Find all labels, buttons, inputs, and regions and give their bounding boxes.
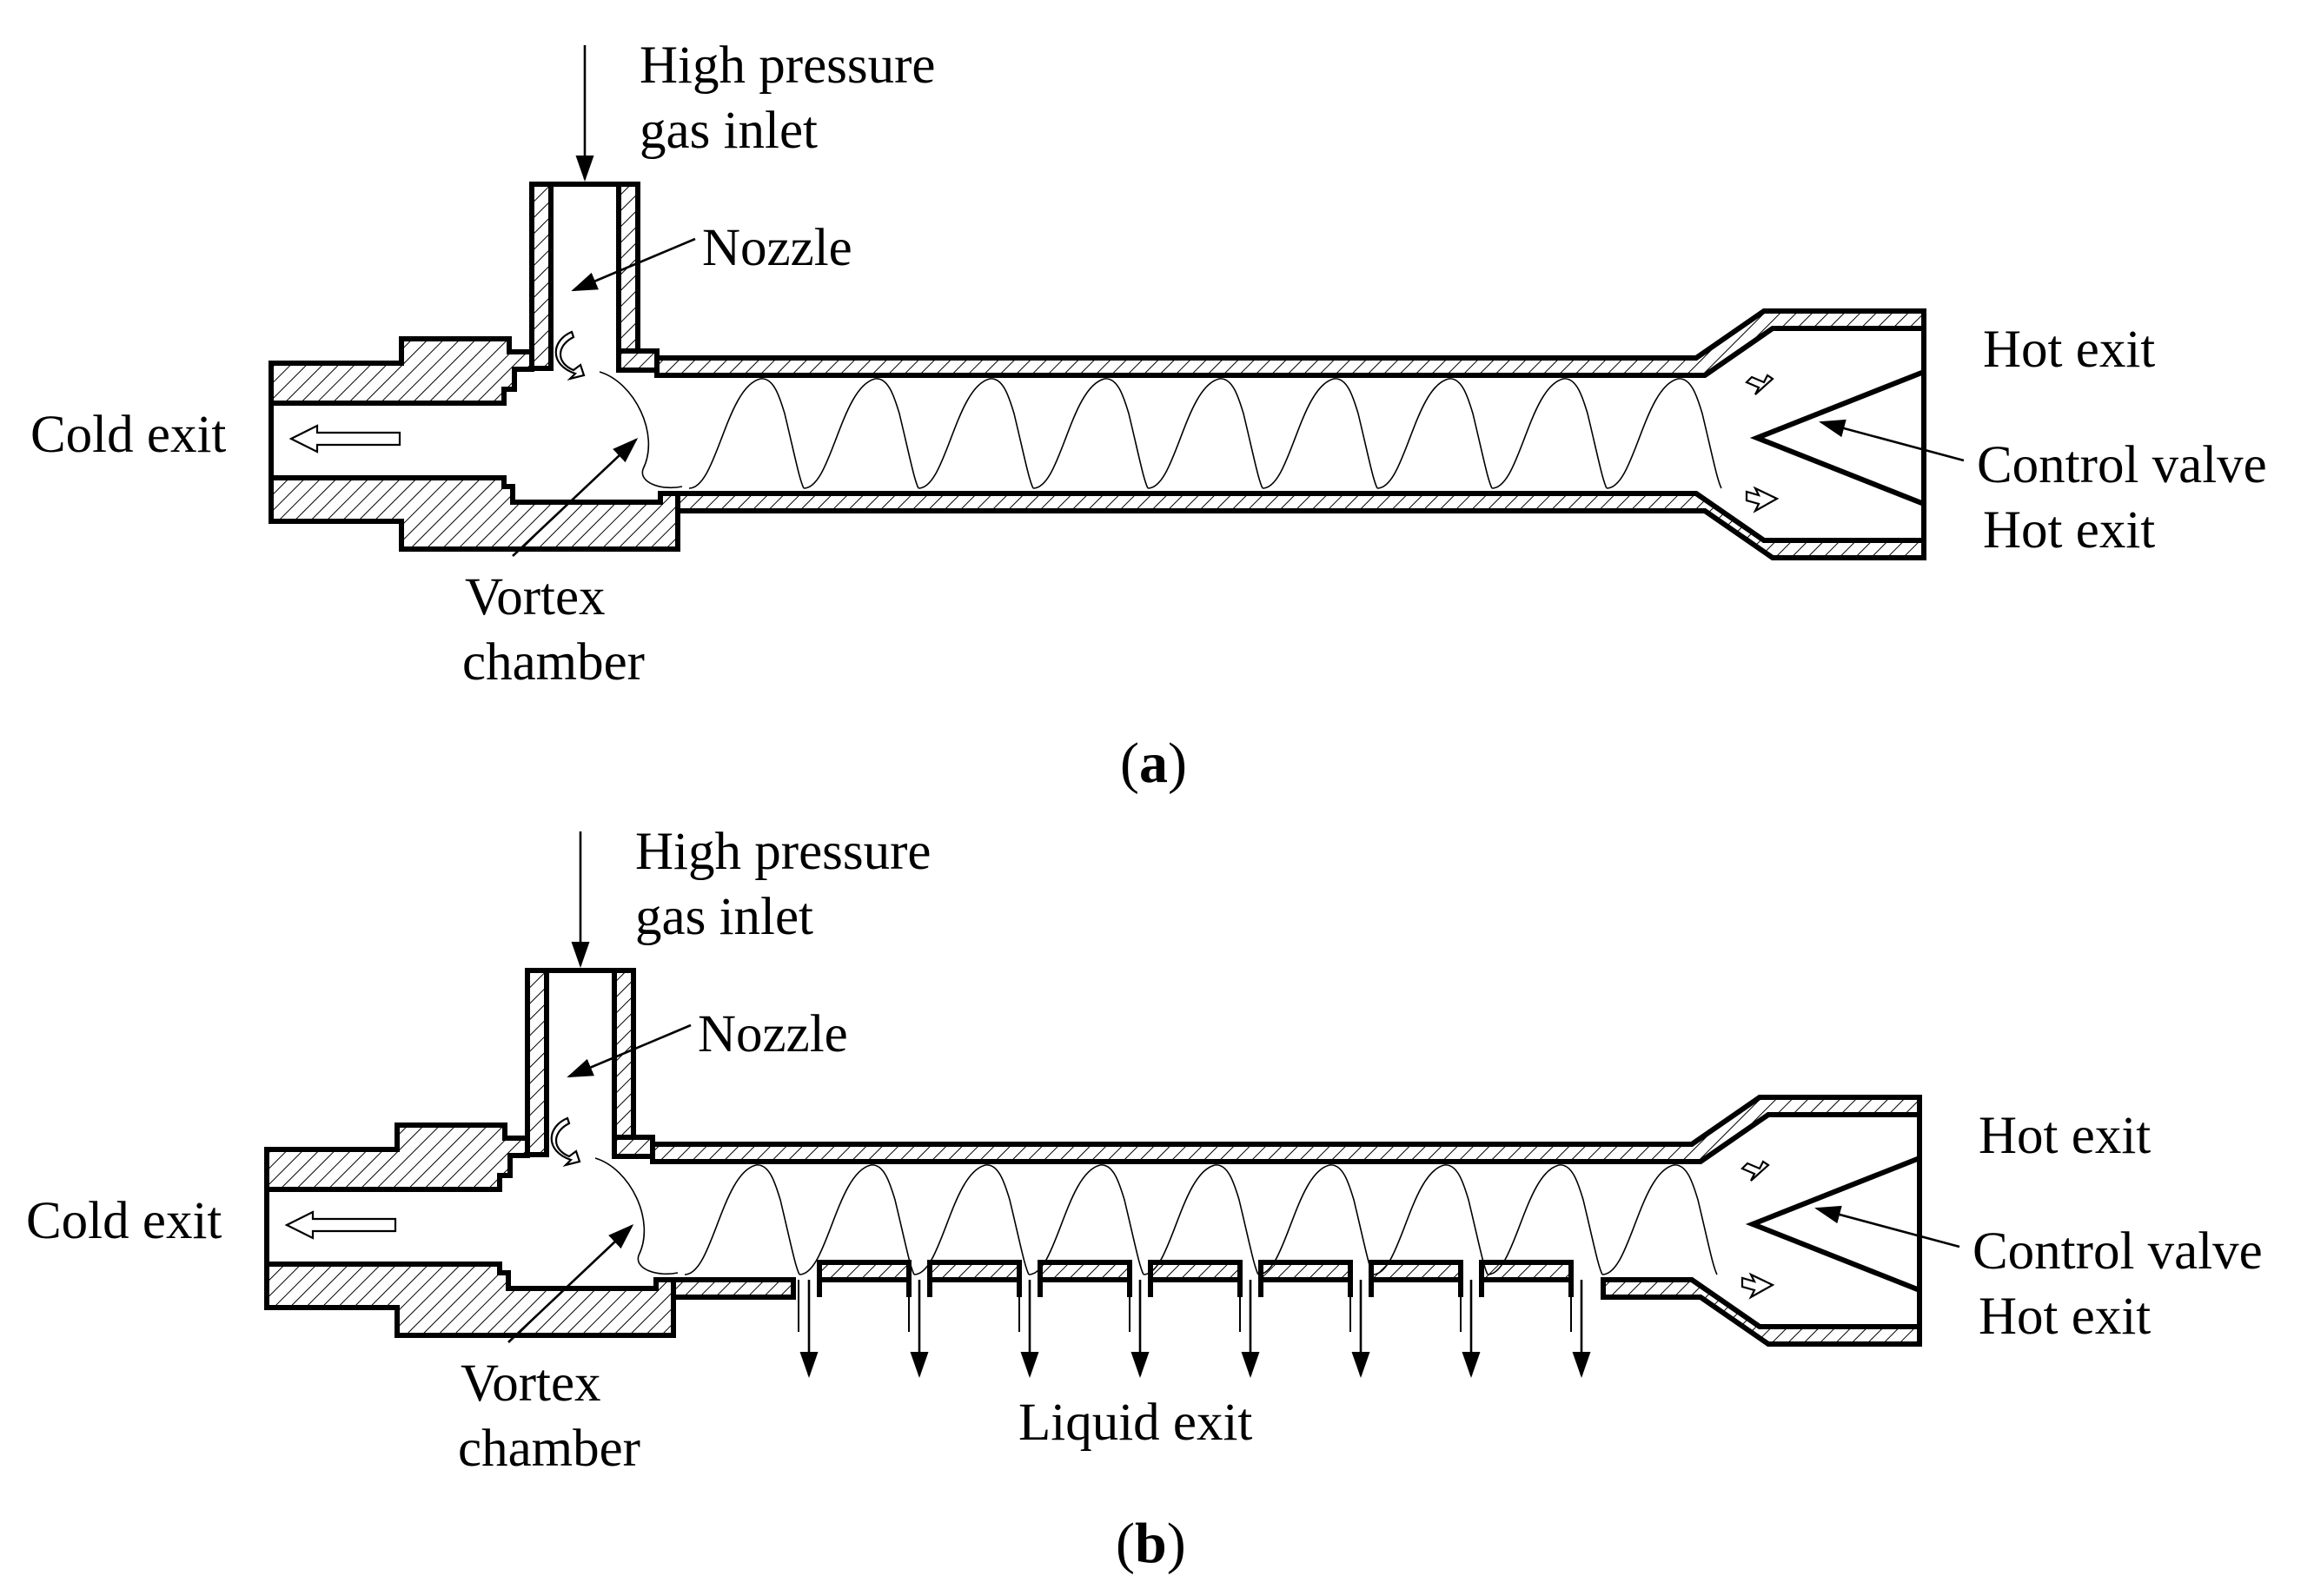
panel-a-labels: High pressure gas inlet Nozzle Cold exit… <box>30 36 2267 795</box>
control-valve-label: Control valve <box>1973 1222 2263 1281</box>
vortex-label-line1: Vortex <box>465 568 606 626</box>
hot-exit-bottom-label: Hot exit <box>1983 501 2155 560</box>
nozzle-label: Nozzle <box>698 1005 848 1063</box>
nozzle-foot-right <box>612 1135 655 1159</box>
cold-end-lower-wall <box>269 475 680 552</box>
cold-flow-arrow-icon <box>284 1210 397 1240</box>
inlet-label-line2: gas inlet <box>635 888 813 946</box>
inlet-label-line2: gas inlet <box>640 102 818 160</box>
swirl-flow-path <box>599 371 1722 489</box>
panel-b-caption: (b) <box>1116 1512 1186 1575</box>
lower-wall-segment <box>1258 1260 1353 1282</box>
lower-wall-segment <box>1148 1260 1243 1282</box>
panel-b-labels: High pressure gas inlet Nozzle Cold exit… <box>26 823 2263 1575</box>
panel-b: High pressure gas inlet Nozzle Cold exit… <box>26 823 2263 1575</box>
liquid-exit-label: Liquid exit <box>1018 1394 1252 1452</box>
lower-wall-segment <box>1038 1260 1132 1282</box>
nozzle-left-wall <box>529 182 554 371</box>
nozzle-leader <box>571 237 696 292</box>
cold-exit-label: Cold exit <box>30 406 226 464</box>
hot-exit-bottom-label: Hot exit <box>1979 1288 2151 1346</box>
tube-upper-wall <box>654 308 1926 378</box>
hot-flow-arrow-bottom-icon <box>1740 1272 1775 1300</box>
cold-exit-label: Cold exit <box>26 1192 222 1250</box>
hot-exit-top-label: Hot exit <box>1979 1107 2151 1165</box>
hot-flow-arrow-top-icon <box>1740 1160 1770 1182</box>
vortex-tube-body <box>269 45 1965 560</box>
nozzle-right-wall <box>612 968 636 1157</box>
nozzle-right-wall <box>616 182 640 371</box>
swirl-arrow-icon <box>550 1116 581 1168</box>
panel-a-caption: (a) <box>1120 732 1187 795</box>
vortex-label-line2: chamber <box>462 633 645 692</box>
cold-end-upper-wall <box>269 336 534 406</box>
lower-wall-segment <box>1369 1260 1463 1282</box>
vortex-leader <box>507 1223 634 1343</box>
cold-end-upper-wall <box>264 1122 530 1192</box>
panel-a: High pressure gas inlet Nozzle Cold exit… <box>30 36 2267 795</box>
control-valve-cone <box>1749 369 1926 507</box>
swirl-arrow-icon <box>554 330 586 381</box>
cold-flow-arrow-icon <box>288 424 401 454</box>
tube-lower-wall <box>675 491 1926 560</box>
vortex-leader <box>512 437 639 557</box>
nozzle-foot-right <box>616 348 660 373</box>
swirl-flow-path <box>594 1157 1718 1275</box>
lower-wall-segment <box>1479 1260 1574 1282</box>
hot-exit-top-label: Hot exit <box>1983 321 2155 379</box>
hot-flow-arrow-bottom-icon <box>1745 486 1780 513</box>
control-valve-label: Control valve <box>1977 436 2267 494</box>
vortex-label-line1: Vortex <box>461 1354 601 1413</box>
hot-flow-arrow-top-icon <box>1745 374 1774 395</box>
nozzle-leader <box>567 1023 692 1078</box>
control-valve-leader <box>1819 419 1965 462</box>
nozzle-label: Nozzle <box>702 219 852 277</box>
control-valve-cone <box>1745 1156 1921 1293</box>
nozzle-left-wall <box>525 968 549 1157</box>
liquid-exit-arrows <box>798 1280 1591 1378</box>
tube-lower-wall-end <box>1601 1277 1922 1347</box>
vortex-tube-body <box>264 831 1960 1378</box>
lower-wall-segment <box>927 1260 1022 1282</box>
inlet-label-line1: High pressure <box>635 823 932 881</box>
vortex-label-line2: chamber <box>458 1420 640 1478</box>
inlet-label-line1: High pressure <box>640 36 936 95</box>
lower-wall-segment <box>671 1277 796 1300</box>
cold-end-lower-wall <box>264 1262 676 1338</box>
control-valve-leader <box>1814 1205 1960 1248</box>
lower-wall-segment <box>817 1260 912 1282</box>
tube-upper-wall <box>650 1095 1922 1164</box>
